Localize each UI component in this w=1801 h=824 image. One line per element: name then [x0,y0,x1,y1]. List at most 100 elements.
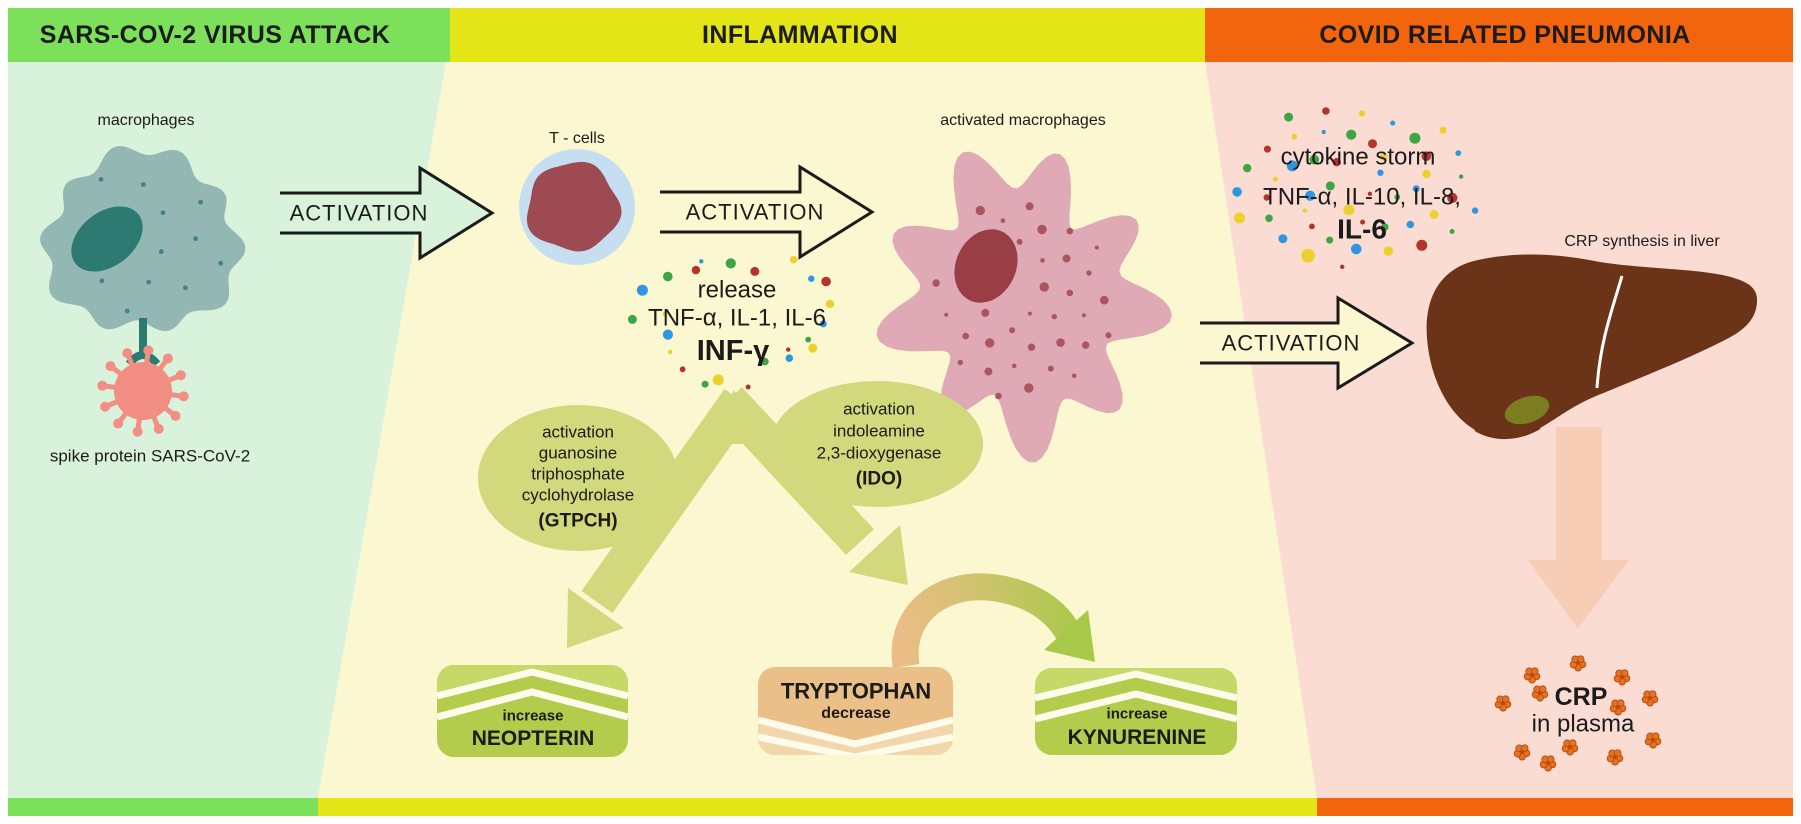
cytokine-dot [1390,120,1396,126]
crp-petal [1546,755,1555,764]
crp-molecule-icon [1561,739,1579,756]
activation-arrow-2 [660,164,875,260]
virus-spike-tip [105,361,116,372]
activated-macrophage-granule [1025,202,1034,211]
cytokine-dot [1447,192,1458,203]
activated-macrophage-granule [1047,365,1054,372]
cytokine-dot [750,266,760,276]
cytokine-dot [636,284,648,296]
cytokine-dot [819,320,827,328]
cytokine-dot [1471,207,1479,214]
macrophage-granule [160,210,166,216]
cytokine-dot [1458,174,1464,179]
crp-petal [1576,655,1585,664]
cytokine-dot [1332,158,1341,167]
activated-macrophage-granule [1066,289,1074,297]
activation-label-2: ACTIVATION [685,199,825,225]
activated-macrophages-label: activated macrophages [940,112,1106,130]
crp-molecule-icon [1523,667,1541,684]
gtpch-line1: activation [542,422,614,442]
liver [1426,254,1758,440]
cytokine-dot [1394,194,1401,201]
neopterin-increase-label: increase [502,707,564,725]
crp-center [1613,755,1617,759]
activated-macrophage-granule [981,308,990,317]
cytokine-dot [627,314,637,324]
macrophage-granule [98,177,104,182]
cytokine-dot [1322,107,1330,115]
cytokine-dot [663,271,673,282]
macrophage-granule [198,199,204,205]
virus-spike-tip [153,423,164,434]
cytokine-storm-line2: TNF-α, IL-10, IL-8, [1263,183,1461,211]
activated-macrophage-granule [1039,282,1050,292]
cytokine-dot [1309,154,1320,165]
cytokine-dot [1272,176,1278,182]
crp-center [1546,761,1550,765]
cytokine-dot [785,354,794,363]
cytokine-dot [786,347,791,352]
tryptophan-badge [758,667,953,755]
release-line2: TNF-α, IL-1, IL-6 [648,304,826,332]
virus-spike-tip [122,348,133,359]
cytokine-dot [1302,208,1308,213]
gtpch-line4: cyclohydrolase [521,485,635,505]
macrophage-cell [40,146,246,367]
header-bar-orange [1205,8,1793,62]
virus-spike-tip [100,401,111,412]
cytokine-dot [808,275,815,282]
cytokine-dot [1234,212,1245,224]
activated-macrophage-granule [1105,332,1112,339]
cytokine-dot [1455,150,1462,157]
crp-center [1651,738,1655,742]
cytokine-dot [1286,160,1298,172]
crp-center [1648,696,1652,700]
header-bar-yellow [450,8,1205,62]
cytokine-dot [808,343,818,353]
crp-line2: in plasma [1531,710,1635,738]
activated-macrophage-granule [1011,363,1017,369]
cytokine-dot [1416,239,1428,251]
cytokine-dot [1309,223,1315,230]
header-inflammation: INFLAMMATION [702,21,898,49]
cytokine-dot [1326,236,1334,244]
virus-spike-tip [143,345,154,356]
cytokine-dot [662,329,674,340]
gtpch-abbr: (GTPCH) [538,510,618,532]
crp-molecule-icon [1569,655,1587,672]
cytokine-dot [1380,153,1388,161]
ido-abbr: (IDO) [855,468,903,490]
crp-petal [1648,690,1657,699]
macrophage-granule [218,260,224,266]
activation-arrow-1 [280,165,495,261]
cytokine-dot [1305,190,1316,201]
cytokine-dot [662,311,668,317]
cytokine-dot [1412,185,1420,193]
activated-macrophage-granule [1027,311,1032,316]
kynurenine-name: KYNURENINE [1067,726,1207,750]
crp-petal [1568,739,1577,748]
cytokine-dot [701,380,709,388]
cytokine-dot [1301,248,1315,263]
activation-arrow-3 [1200,295,1415,391]
crp-petal [1538,685,1547,694]
cytokine-dot [1421,151,1432,161]
activated-macrophage-granule [1009,327,1016,334]
cytokine-dot [1325,181,1335,191]
activated-macrophage-granule [1066,227,1074,235]
crp-center [1616,705,1620,709]
cytokine-dot [745,384,751,390]
cytokine-dot [1367,191,1373,196]
cytokine-dot [805,336,812,343]
tryptophan-name: TRYPTOPHAN [780,678,932,704]
macrophage-granule [158,249,164,255]
activated-macrophage-granule [957,359,963,366]
crp-molecule-icon [1539,755,1557,772]
activated-macrophage-granule [1016,238,1023,245]
crp-molecule-icon [1606,749,1624,766]
cytokine-dot [761,357,769,366]
cytokine-dot [789,255,798,264]
macrophage-granule [124,308,130,314]
ido-line3: 2,3-dioxygenase [816,443,942,463]
cytokine-dot [691,265,701,275]
